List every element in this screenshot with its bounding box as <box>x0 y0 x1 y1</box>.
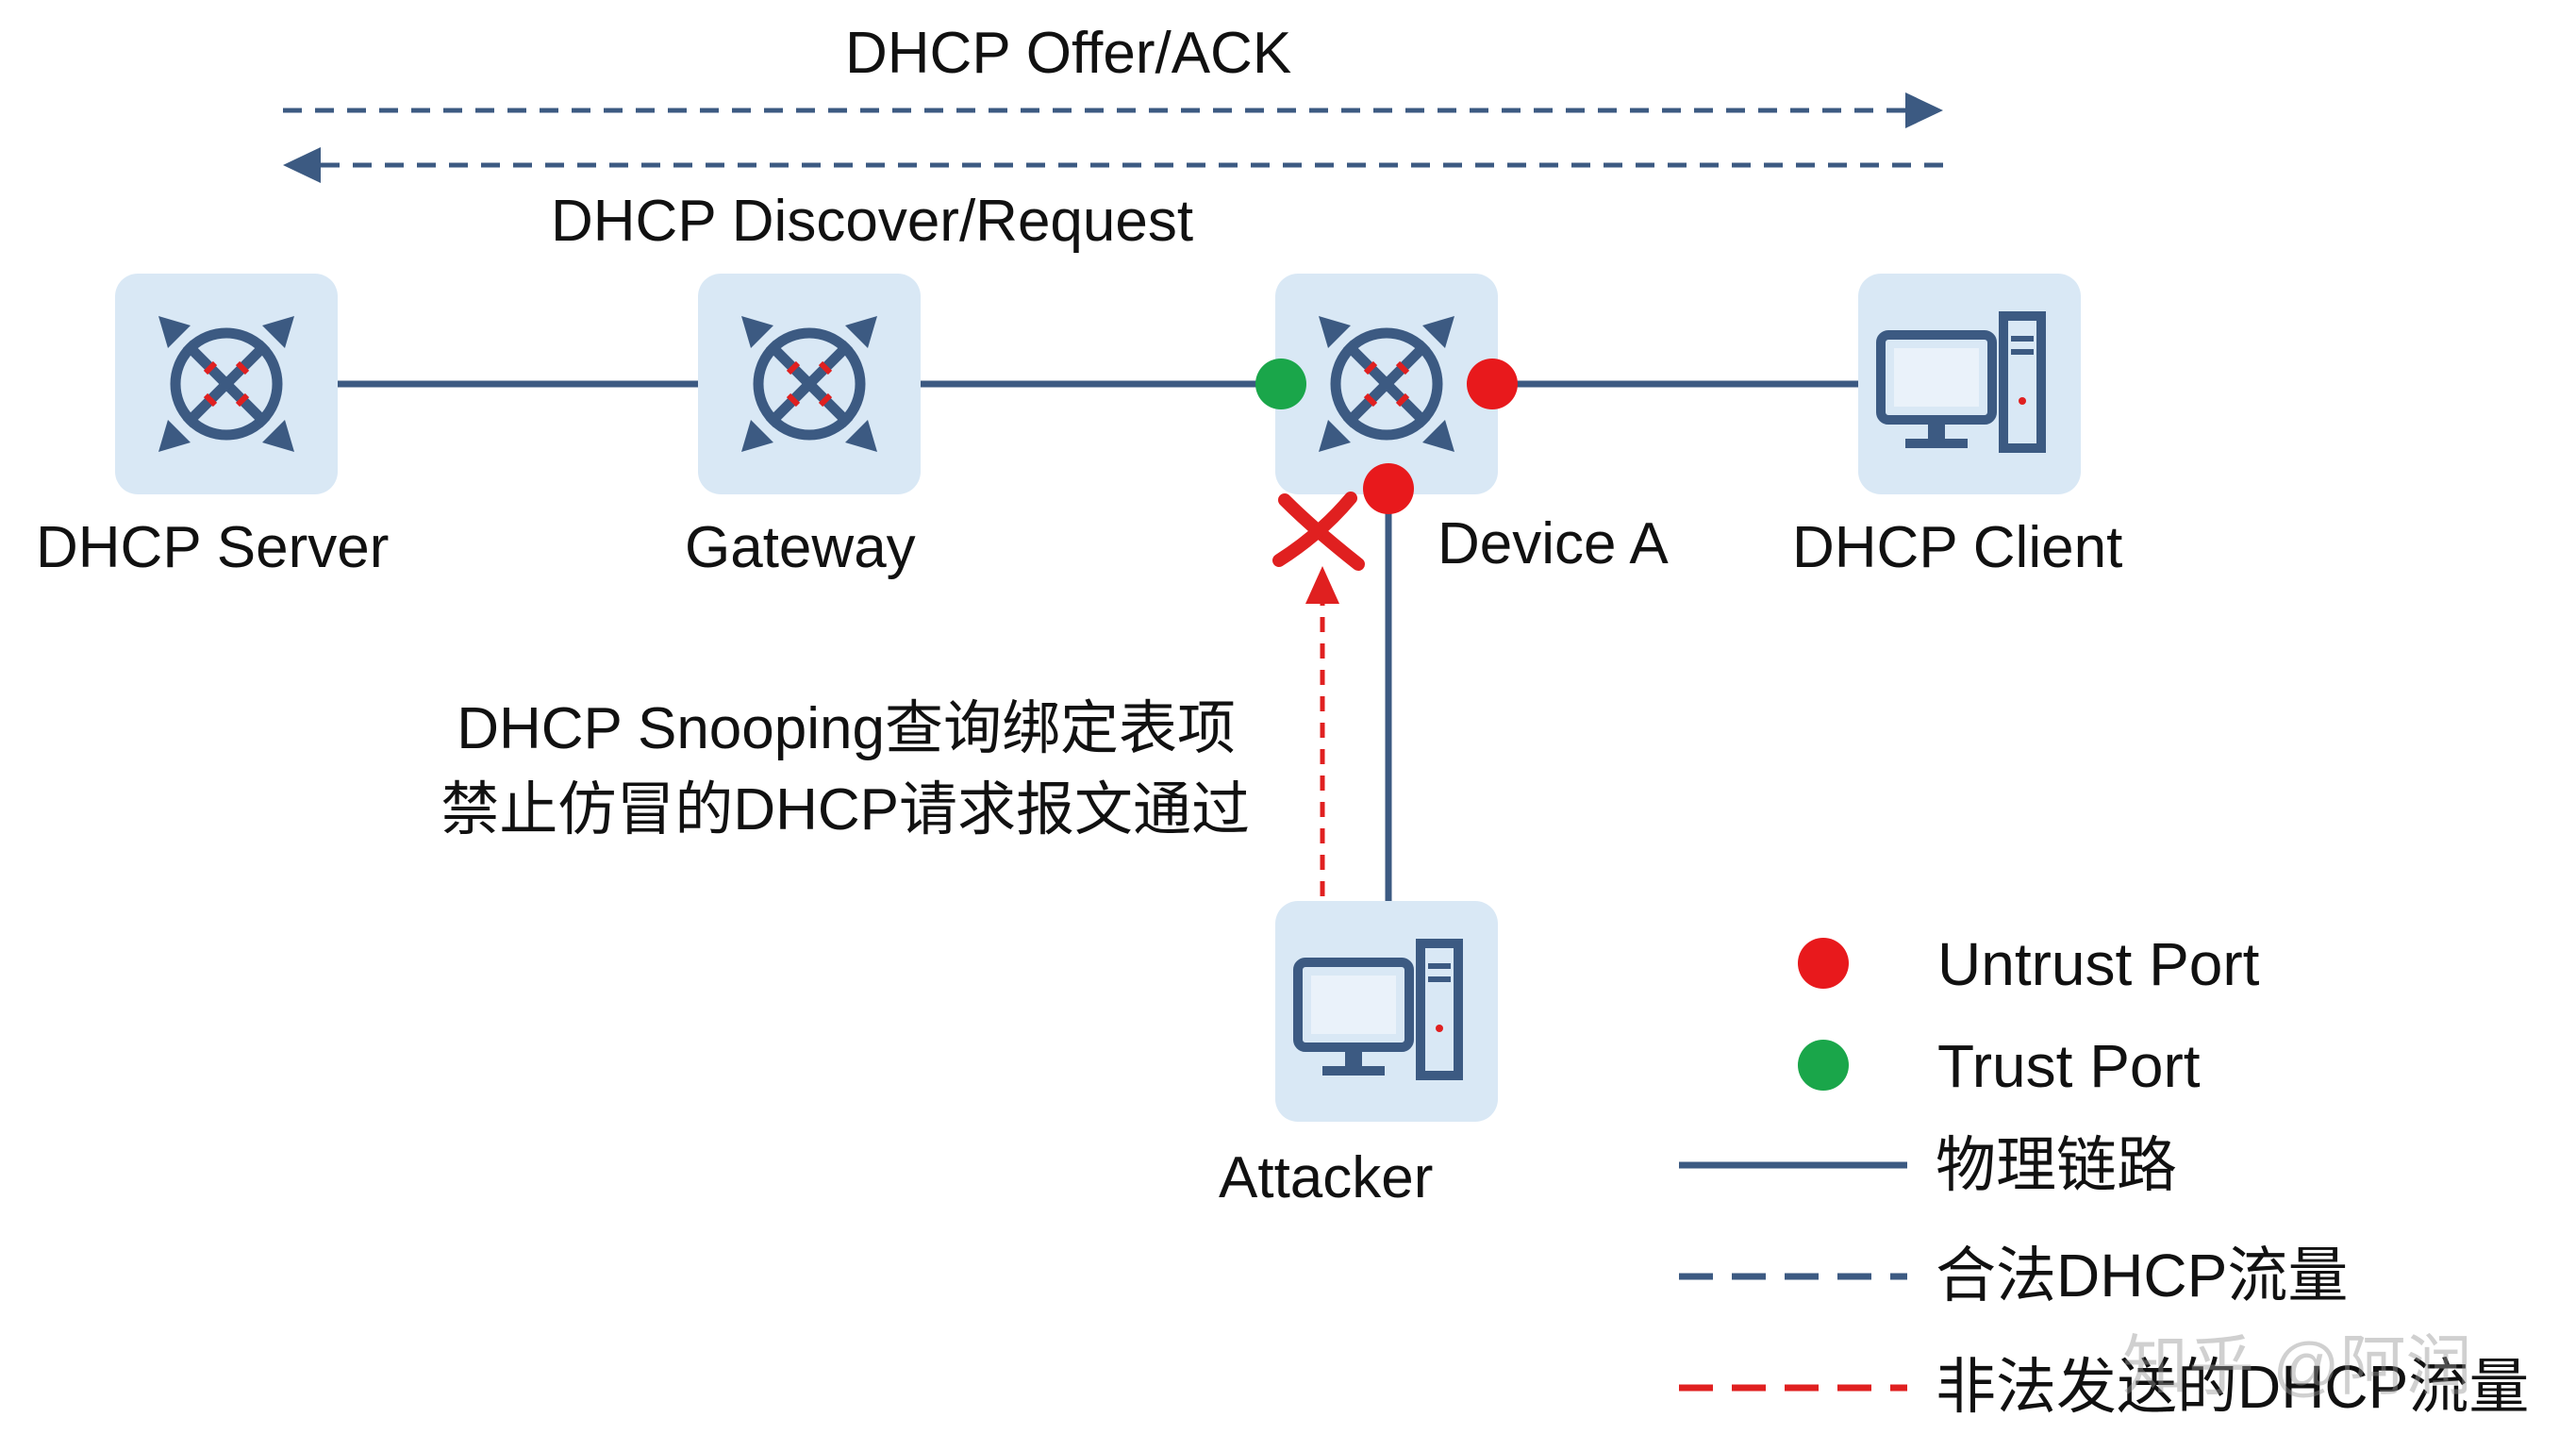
switch-icon <box>1319 316 1454 452</box>
gateway-label: Gateway <box>685 515 916 580</box>
switch-icon <box>158 316 294 452</box>
attacker-node <box>1275 901 1498 1122</box>
gateway-node <box>698 274 921 494</box>
snooping-note-line2: 禁止仿冒的DHCP请求报文通过 <box>440 777 1250 842</box>
legend-trust-label: Trust Port <box>1937 1032 2201 1100</box>
dhcp-client-label: DHCP Client <box>1792 515 2123 580</box>
snooping-note-line1: DHCP Snooping查询绑定表项 <box>457 696 1236 761</box>
dhcp-client-node <box>1858 274 2081 494</box>
discover-request-arrow <box>283 147 1943 183</box>
untrust-port-attacker <box>1363 463 1414 514</box>
legend-untrust-label: Untrust Port <box>1937 930 2260 998</box>
untrust-port <box>1467 359 1518 409</box>
cross-icon <box>1272 492 1365 571</box>
discover-request-label: DHCP Discover/Request <box>551 189 1194 254</box>
switch-icon <box>741 316 877 452</box>
legend-trust-marker <box>1798 1040 1849 1091</box>
attacker-label: Attacker <box>1219 1145 1434 1210</box>
physical-links <box>338 380 1863 904</box>
dhcp-server-label: DHCP Server <box>36 515 390 580</box>
offer-ack-arrow <box>283 92 1943 128</box>
legend-legal-label: 合法DHCP流量 <box>1936 1242 2349 1309</box>
legend-untrust-marker <box>1798 938 1849 989</box>
legend-physical-label: 物理链路 <box>1936 1131 2177 1199</box>
watermark: 知乎 @阿润 <box>2122 1329 2472 1403</box>
illegal-traffic-arrow <box>1305 566 1339 896</box>
device-a-label: Device A <box>1438 511 1669 576</box>
dhcp-server-node <box>115 274 338 494</box>
device-a-node <box>1275 274 1498 494</box>
trust-port <box>1255 359 1306 409</box>
offer-ack-label: DHCP Offer/ACK <box>845 21 1292 86</box>
legend-illegal-label: 非法发送的DHCP流量 <box>1936 1353 2530 1421</box>
